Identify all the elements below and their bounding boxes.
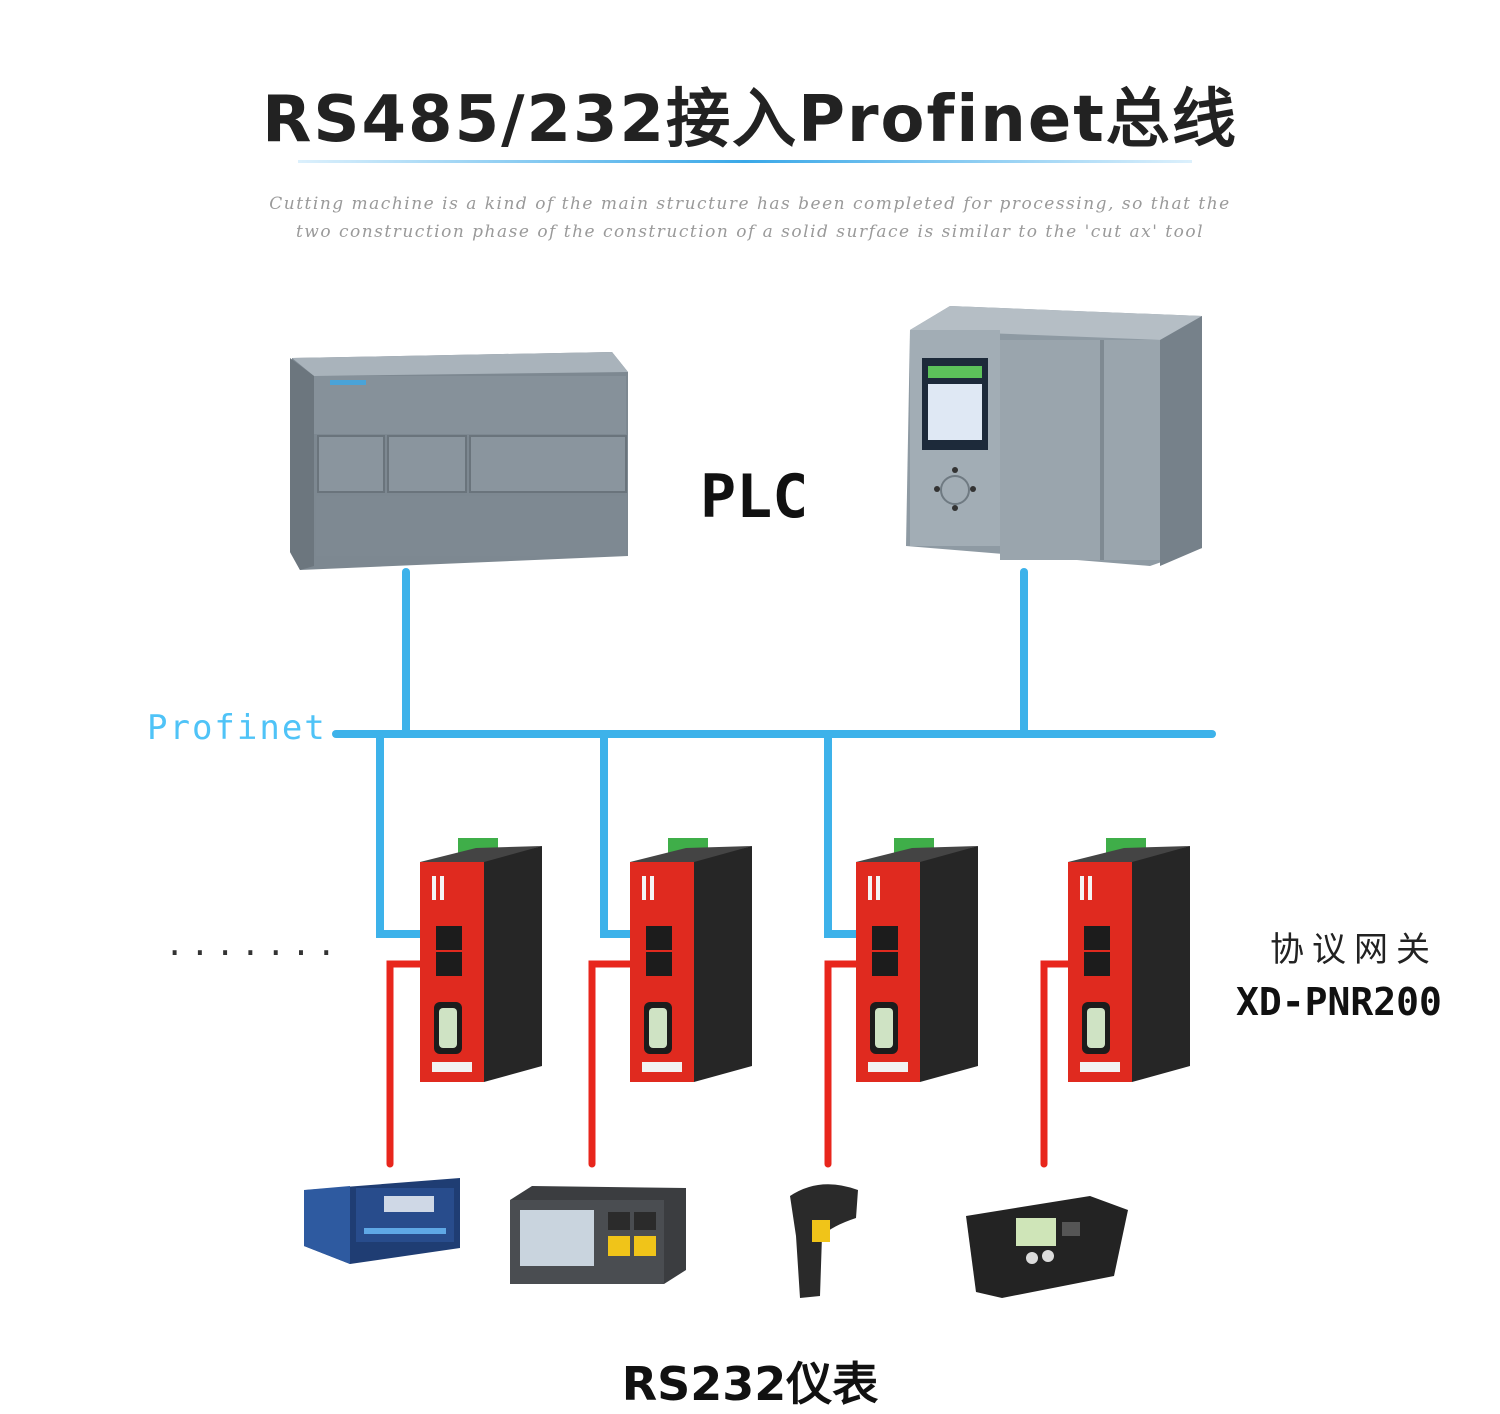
plc-label: PLC	[700, 462, 809, 532]
controller-meter-icon	[510, 1186, 686, 1284]
diagram-title: RS485/232接入Profinet总线	[262, 83, 1238, 157]
gateway-device-icon	[420, 838, 542, 1082]
gateway-device-icon	[1068, 838, 1190, 1082]
panel-meter-icon	[304, 1178, 460, 1264]
profinet-bus-label: Profinet	[147, 708, 327, 748]
gateway-device-icon	[856, 838, 978, 1082]
plc-cpu-icon	[906, 306, 1202, 566]
more-devices-ellipsis: .......	[165, 925, 342, 963]
title-underline	[298, 160, 1192, 163]
instruments-label: RS232仪表	[621, 1357, 879, 1411]
gateway-group	[420, 838, 1190, 1082]
gateway-device-icon	[630, 838, 752, 1082]
plc-compact-icon	[290, 352, 628, 570]
handheld-controller-icon	[966, 1196, 1128, 1298]
gateway-label: 协议网关	[1270, 930, 1438, 970]
gateway-model: XD-PNR200	[1236, 980, 1442, 1024]
subtitle-text: Cutting machine is a kind of the main st…	[269, 194, 1231, 242]
barcode-scanner-icon	[790, 1184, 858, 1298]
